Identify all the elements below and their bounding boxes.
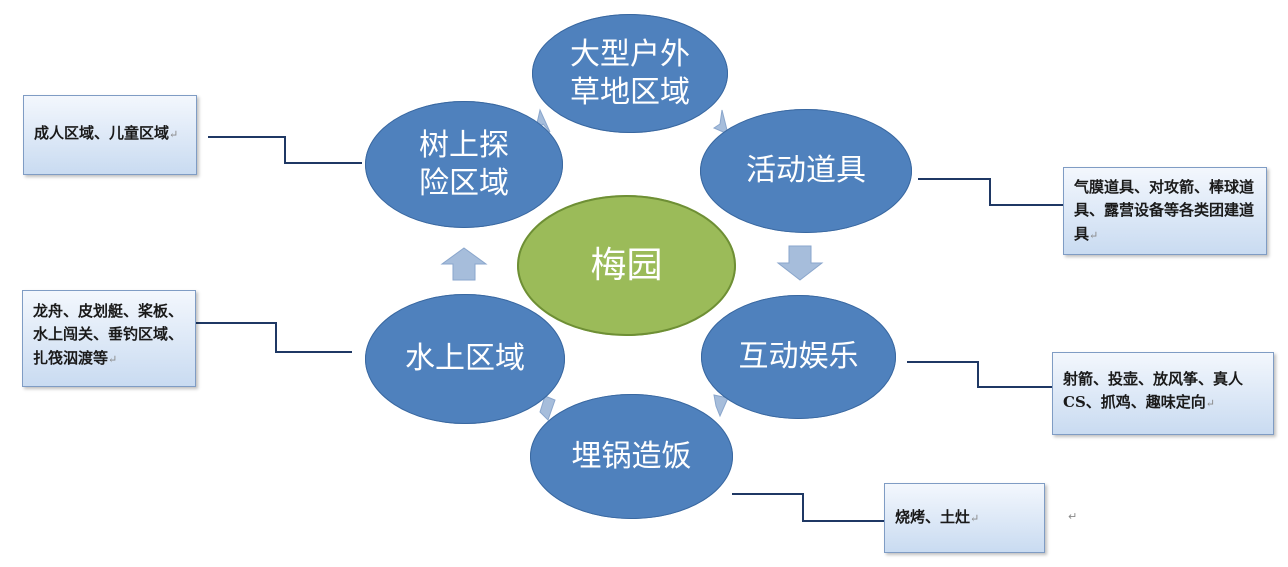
note-cooking-text: 烧烤、土灶 bbox=[895, 508, 971, 526]
note-props-text: 气膜道具、对攻箭、棒球道具、露营设备等各类团建道具 bbox=[1074, 178, 1255, 243]
paragraph-mark-icon: ↵ bbox=[108, 352, 118, 366]
note-interactive: 射箭、投壶、放风筝、真人 CS、抓鸡、趣味定向↵ bbox=[1052, 352, 1274, 435]
arrow-up-icon bbox=[440, 247, 488, 281]
node-cooking: 埋锅造饭 bbox=[530, 394, 733, 519]
connector-interactive bbox=[907, 361, 1052, 388]
paragraph-mark-icon: ↵ bbox=[169, 128, 179, 141]
note-water-text: 龙舟、皮划艇、桨板、水上闯关、垂钓区域、扎筏泅渡等 bbox=[33, 302, 184, 367]
note-tree-text: 成人区域、儿童区域 bbox=[34, 124, 170, 142]
node-grass-label: 大型户外 草地区域 bbox=[570, 37, 690, 110]
connector-props bbox=[918, 178, 1063, 206]
connector-cooking bbox=[732, 493, 884, 522]
note-props: 气膜道具、对攻箭、棒球道具、露营设备等各类团建道具↵ bbox=[1063, 167, 1267, 255]
note-water: 龙舟、皮划艇、桨板、水上闯关、垂钓区域、扎筏泅渡等↵ bbox=[22, 290, 196, 387]
node-tree-adventure: 树上探 险区域 bbox=[365, 101, 563, 228]
node-grass-area: 大型户外 草地区域 bbox=[532, 14, 728, 133]
note-cooking: 烧烤、土灶↵ bbox=[884, 483, 1045, 553]
node-interactive: 互动娱乐 bbox=[701, 295, 896, 419]
note-interactive-text: 射箭、投壶、放风筝、真人 CS、抓鸡、趣味定向 bbox=[1063, 370, 1244, 412]
arrow-down-icon bbox=[776, 245, 824, 281]
arrow-grass-to-props-icon bbox=[712, 109, 729, 135]
paragraph-mark-icon: ↵ bbox=[970, 512, 980, 525]
note-tree: 成人区域、儿童区域↵ bbox=[23, 95, 197, 175]
node-tree-label: 树上探 险区域 bbox=[419, 128, 509, 201]
connector-tree bbox=[208, 136, 362, 164]
node-center-meiyuan: 梅园 bbox=[517, 195, 736, 336]
node-water: 水上区域 bbox=[365, 294, 565, 424]
node-props: 活动道具 bbox=[700, 109, 912, 233]
node-cooking-label: 埋锅造饭 bbox=[571, 438, 692, 474]
connector-water bbox=[196, 322, 352, 353]
paragraph-mark-icon: ↵ bbox=[1089, 228, 1099, 242]
node-water-label: 水上区域 bbox=[405, 341, 525, 377]
paragraph-mark-icon: ↵ bbox=[1205, 397, 1215, 411]
stray-paragraph-mark-icon: ↵ bbox=[1068, 510, 1078, 523]
node-interactive-label: 互动娱乐 bbox=[738, 339, 859, 375]
node-props-label: 活动道具 bbox=[746, 153, 866, 189]
center-label: 梅园 bbox=[590, 245, 663, 286]
